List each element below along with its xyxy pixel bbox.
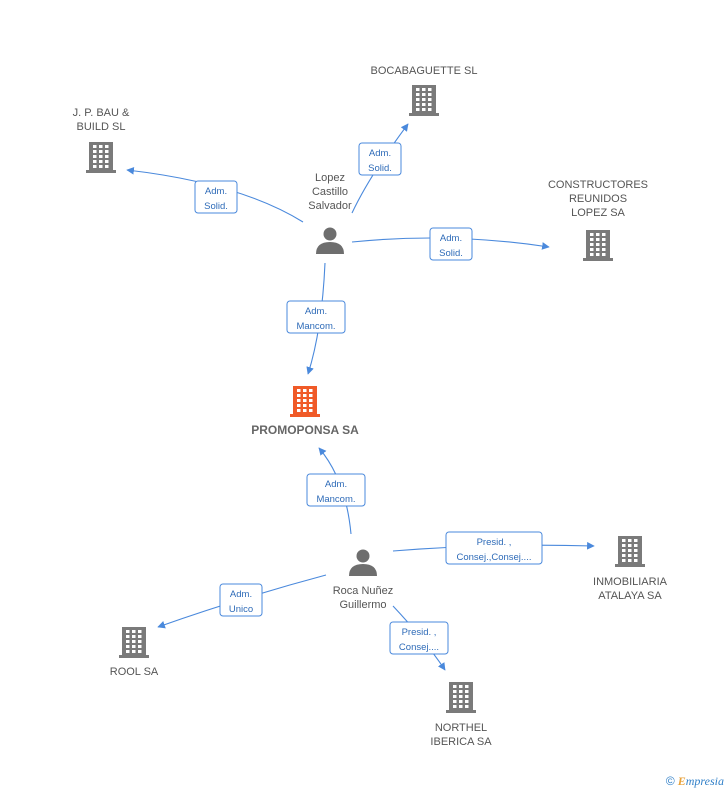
building-icon — [119, 627, 149, 658]
edge-roca-to-northel: Presid. , Consej.... — [389, 605, 449, 671]
edge-label-text: Consej.,Consej.... — [457, 552, 532, 563]
node-label: IBERICA SA — [430, 736, 492, 748]
edge-label-text: Adm. — [325, 479, 347, 490]
edge-label-text: Consej.... — [399, 642, 439, 653]
edge-label-text: Adm. — [369, 148, 391, 159]
node-northel[interactable]: NORTHEL IBERICA SA — [430, 682, 492, 748]
edge-label-text: Adm. — [230, 589, 252, 600]
edge-label-text: Presid. , — [402, 627, 437, 638]
edge-lopez-to-bocabaguette: Adm. Solid. — [351, 123, 409, 214]
node-label: BUILD SL — [77, 121, 126, 133]
node-label: BOCABAGUETTE SL — [371, 65, 478, 77]
edge-label-box[interactable] — [445, 531, 543, 565]
edge-label-text: Adm. — [305, 306, 327, 317]
edge-label-box[interactable] — [429, 227, 473, 261]
edge-lopez-to-constructores: Adm. Solid. — [351, 227, 550, 261]
nodes-layer: PROMOPONSA SA BOCABAGUETTE SL J. P. BAU & B… — [73, 65, 668, 748]
edge-label-text: Solid. — [368, 163, 392, 174]
node-label: CONSTRUCTORES — [548, 179, 648, 191]
node-label: ATALAYA SA — [598, 590, 662, 602]
node-rool[interactable]: ROOL SA — [110, 627, 159, 678]
building-icon — [409, 85, 439, 116]
node-label: Guillermo — [339, 599, 386, 611]
brand-name: mpresia — [685, 774, 724, 788]
edge-label-text: Adm. — [205, 186, 227, 197]
edge-label-box[interactable] — [286, 300, 346, 334]
edge-label-text: Adm. — [440, 233, 462, 244]
edge-label-box[interactable] — [389, 621, 449, 655]
edge-lopez-to-jpbau: Adm. Solid. — [126, 166, 304, 223]
edge-roca-to-promoponsa: Adm. Mancom. — [306, 447, 366, 535]
node-label: Roca Nuñez — [333, 585, 394, 597]
edge-label-text: Mancom. — [296, 321, 335, 332]
node-label: Castillo — [312, 186, 348, 198]
person-icon — [316, 227, 344, 254]
node-label: Lopez — [315, 172, 345, 184]
node-label: ROOL SA — [110, 666, 159, 678]
building-icon — [615, 536, 645, 567]
edge-label-box[interactable] — [219, 583, 263, 617]
node-jpbau[interactable]: J. P. BAU & BUILD SL — [73, 107, 130, 173]
edges-layer: Adm. Solid. Adm. Solid. Adm. Solid. Adm. Mancom… — [126, 123, 595, 671]
edge-label-text: Presid. , — [477, 537, 512, 548]
building-icon — [86, 142, 116, 173]
edge-label-text: Solid. — [204, 201, 228, 212]
node-label: PROMOPONSA SA — [251, 423, 359, 437]
building-icon — [583, 230, 613, 261]
node-bocabaguette[interactable]: BOCABAGUETTE SL — [371, 65, 478, 116]
empresia-watermark: © Empresia — [666, 774, 724, 789]
edge-label-box[interactable] — [306, 473, 366, 507]
node-label: REUNIDOS — [569, 193, 627, 205]
brand-initial: E — [677, 774, 686, 788]
edge-roca-to-rool: Adm. Unico — [157, 574, 327, 629]
edge-label-box[interactable] — [194, 180, 238, 214]
node-promoponsa[interactable]: PROMOPONSA SA — [251, 386, 359, 437]
edge-lopez-to-promoponsa: Adm. Mancom. — [286, 262, 346, 375]
building-icon — [290, 386, 320, 417]
node-label: Salvador — [308, 200, 352, 212]
building-icon — [446, 682, 476, 713]
copyright-symbol: © — [665, 774, 675, 788]
node-label: J. P. BAU & — [73, 107, 130, 119]
node-constructores[interactable]: CONSTRUCTORES REUNIDOS LOPEZ SA — [548, 179, 648, 261]
edge-label-text: Mancom. — [316, 494, 355, 505]
edge-label-text: Unico — [229, 604, 253, 615]
node-inmobiliaria[interactable]: INMOBILIARIA ATALAYA SA — [593, 536, 668, 602]
person-icon — [349, 549, 377, 576]
edge-roca-to-inmobiliaria: Presid. , Consej.,Consej.... — [392, 531, 595, 565]
edge-label-text: Solid. — [439, 248, 463, 259]
edge-label-box[interactable] — [358, 142, 402, 176]
node-label: INMOBILIARIA — [593, 576, 668, 588]
node-label: NORTHEL — [435, 722, 487, 734]
node-label: LOPEZ SA — [571, 207, 625, 219]
